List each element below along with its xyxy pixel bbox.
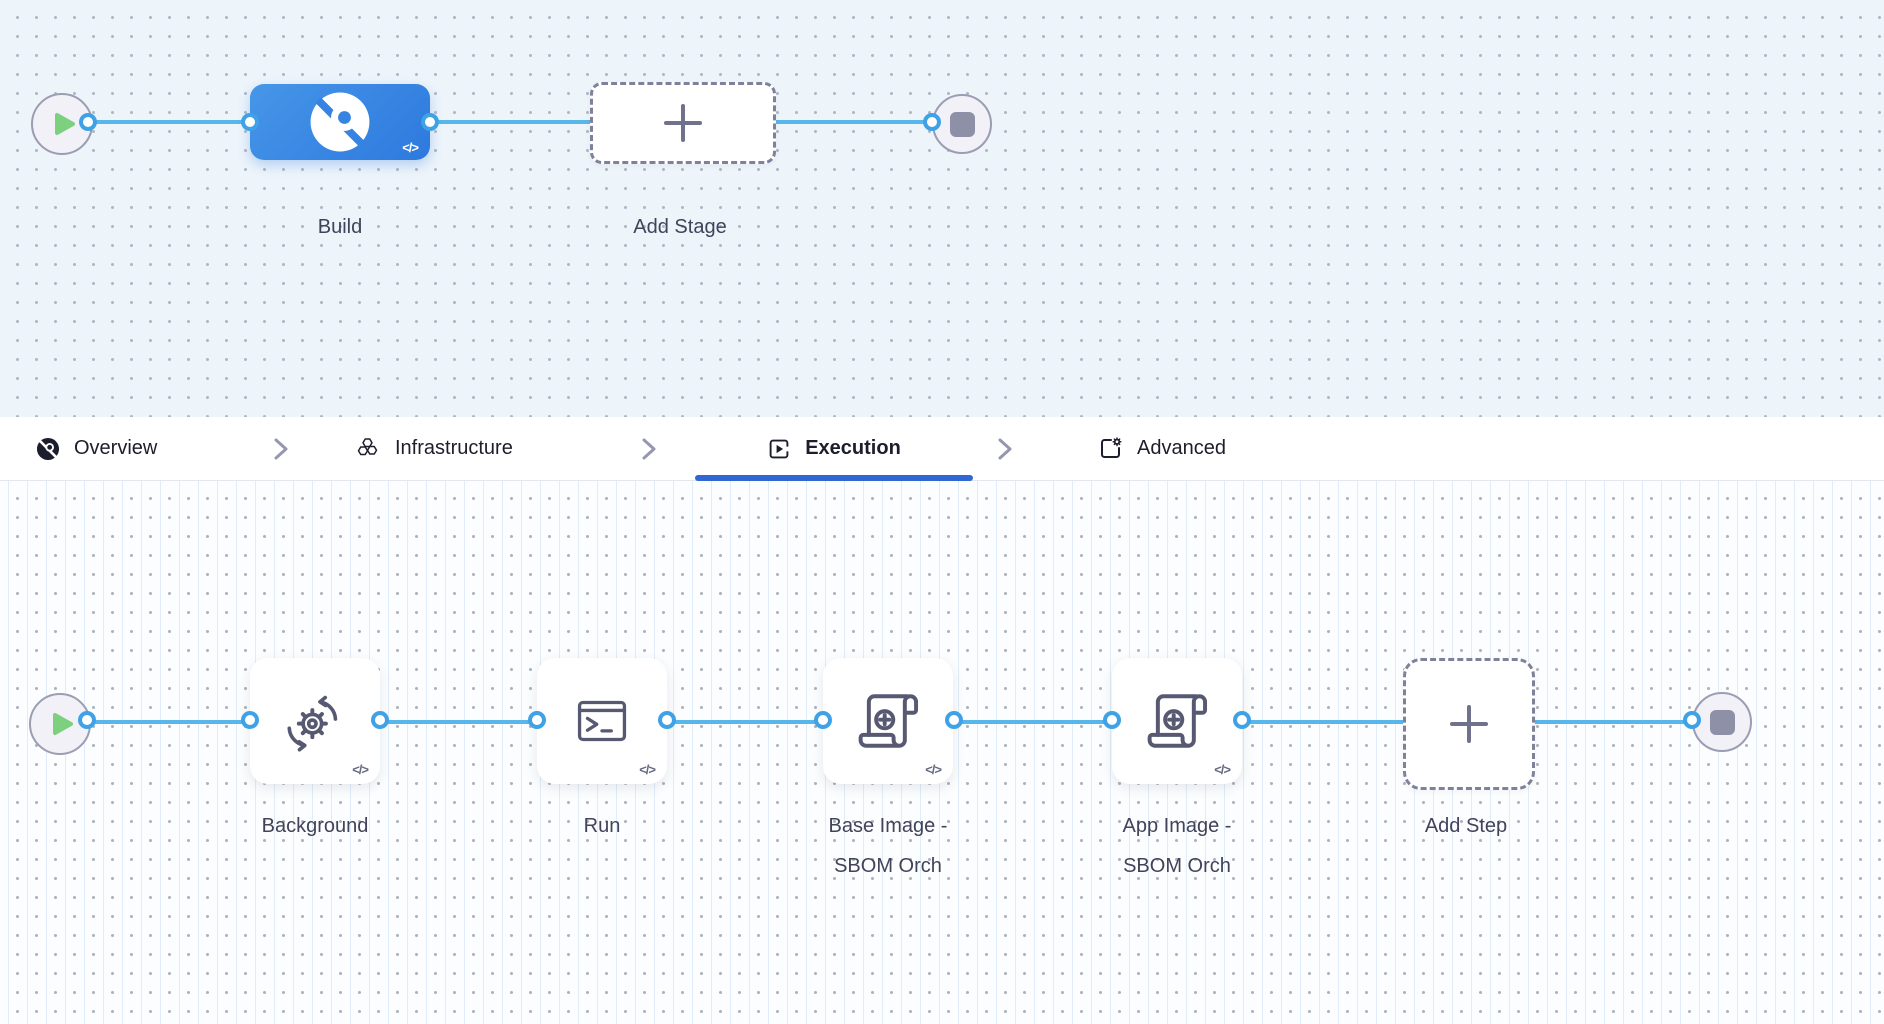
active-tab-indicator (695, 475, 973, 481)
plus-icon (1450, 705, 1488, 743)
add-step-button[interactable] (1403, 658, 1535, 790)
sbom-scroll-icon (1147, 694, 1208, 748)
execution-canvas[interactable]: </> </> </> (0, 481, 1884, 1024)
connector-port[interactable] (658, 711, 676, 729)
connector-port[interactable] (371, 711, 389, 729)
background-service-icon (287, 695, 338, 752)
connector-port[interactable] (1683, 711, 1701, 729)
code-view-icon[interactable]: </> (1214, 762, 1231, 777)
code-view-icon[interactable]: </> (352, 762, 369, 777)
step-node-run[interactable]: </> (537, 658, 667, 784)
connector-port[interactable] (923, 113, 941, 131)
step-label: Background (261, 815, 369, 837)
connector-port[interactable] (241, 113, 259, 131)
connector-port[interactable] (528, 711, 546, 729)
connector-port[interactable] (421, 113, 439, 131)
tab-execution[interactable]: Execution (695, 417, 973, 481)
tab-infrastructure-label: Infrastructure (395, 437, 513, 459)
stage-config-tabs: Overview Infrastructure Execution (0, 417, 1884, 481)
step-node-background[interactable]: </> (250, 658, 380, 784)
ci-stage-icon (310, 92, 370, 152)
play-icon (52, 713, 73, 735)
tab-overview[interactable]: Overview (36, 417, 157, 480)
chevron-right-icon (642, 438, 656, 459)
connector-port[interactable] (1103, 711, 1121, 729)
code-view-icon[interactable]: </> (925, 762, 942, 777)
add-stage-label: Add Stage (633, 216, 727, 238)
tab-overview-label: Overview (74, 437, 158, 459)
stage-wire (88, 120, 932, 124)
code-view-icon[interactable]: </> (402, 140, 419, 155)
sbom-scroll-icon (858, 694, 919, 748)
connector-port[interactable] (78, 711, 96, 729)
execution-icon (769, 439, 789, 458)
stage-canvas[interactable]: </> Build Add Stage (0, 0, 1884, 417)
tab-execution-label: Execution (805, 437, 901, 459)
step-node-app-image-sbom[interactable]: </> (1112, 658, 1242, 784)
stage-label: Build (317, 216, 363, 238)
play-icon (54, 113, 75, 135)
step-label: Run (583, 815, 621, 837)
stop-icon (1709, 709, 1735, 735)
step-label: App Image - SBOM Orch (1122, 815, 1232, 877)
advanced-icon (1101, 437, 1122, 458)
tab-advanced[interactable]: Advanced (1098, 417, 1226, 480)
tab-advanced-label: Advanced (1137, 437, 1226, 459)
connector-port[interactable] (241, 711, 259, 729)
add-step-label: Add Step (1424, 815, 1508, 837)
connector-port[interactable] (1233, 711, 1251, 729)
code-view-icon[interactable]: </> (639, 762, 656, 777)
add-stage-button[interactable] (590, 82, 776, 164)
execution-end-node[interactable] (1692, 692, 1752, 752)
stop-icon (949, 111, 975, 137)
pipeline-end-node[interactable] (932, 94, 992, 154)
connector-port[interactable] (814, 711, 832, 729)
infrastructure-icon (357, 438, 378, 456)
connector-port[interactable] (945, 711, 963, 729)
tab-infrastructure[interactable]: Infrastructure (356, 417, 513, 480)
chevron-right-icon (274, 438, 288, 459)
stage-node-build[interactable]: </> (250, 84, 430, 160)
terminal-icon (577, 700, 627, 742)
overview-icon (36, 437, 60, 460)
step-node-base-image-sbom[interactable]: </> (823, 658, 953, 784)
chevron-right-icon (998, 438, 1012, 459)
connector-port[interactable] (79, 113, 97, 131)
step-label: Base Image - SBOM Orch (828, 815, 948, 877)
plus-icon (664, 104, 702, 142)
